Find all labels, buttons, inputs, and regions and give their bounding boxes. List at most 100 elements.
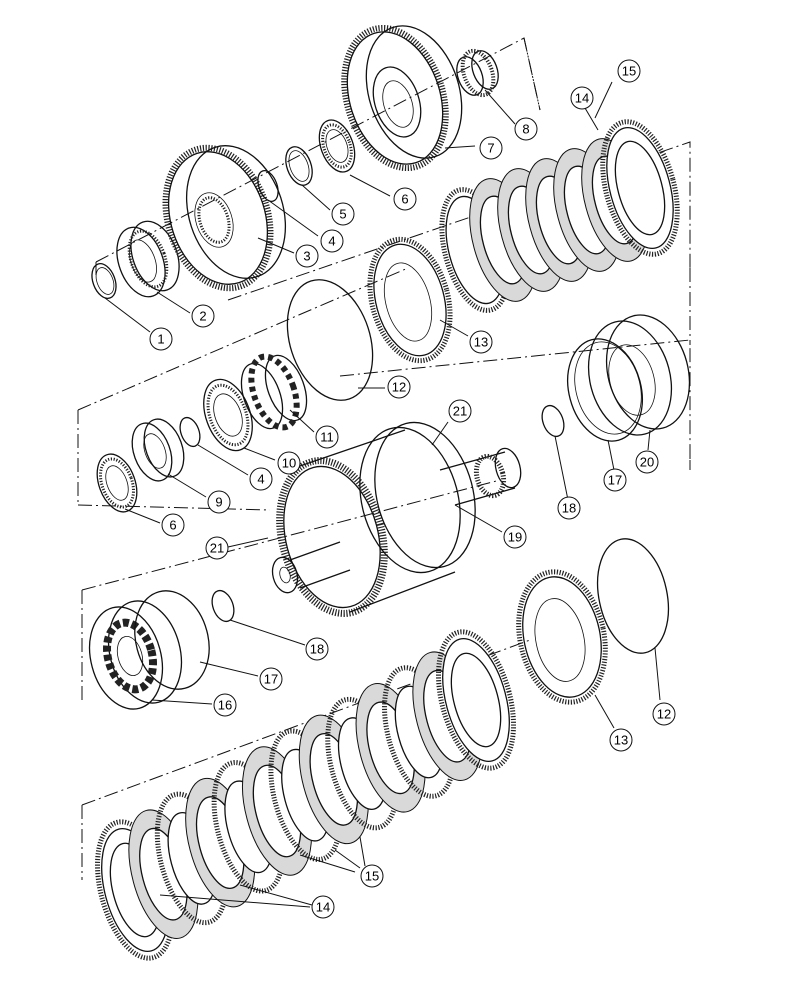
callout-number: 4 [328,234,335,249]
callout-number: 18 [562,501,576,516]
callout-c-13-bottom: 13 [609,728,633,752]
callout-c-6-mid: 6 [161,513,185,537]
callout-c-4-mid: 4 [249,467,273,491]
callout-c-13-top: 13 [469,330,493,354]
part-14-15-clutch-pack-bottom [94,629,517,961]
callout-circle [149,327,173,351]
callout-circle [205,536,229,560]
callout-circle [503,525,527,549]
callout-number: 17 [608,473,622,488]
part-12-snap-ring [286,279,374,401]
callout-circle [514,117,538,141]
callout-number: 4 [257,472,264,487]
callout-number: 13 [474,335,488,350]
callout-c-20: 20 [635,450,659,474]
part-4-snap-ring [257,170,279,202]
callout-c-15-bottom: 15 [360,864,384,888]
callout-c-9: 9 [207,490,231,514]
callout-number: 15 [622,64,636,79]
callout-c-17-right: 17 [603,468,627,492]
callout-c-21-top: 21 [448,399,472,423]
part-13-pressure-plate [367,236,453,364]
part-9-bearing-race [131,418,185,482]
callout-c-16: 16 [213,693,237,717]
callout-number: 10 [282,456,296,471]
part-18-o-ring [541,404,565,438]
callout-number: 5 [339,207,346,222]
callout-c-11: 11 [315,425,339,449]
callout-circle [320,229,344,253]
callout-circle [570,86,594,110]
callout-number: 21 [453,404,467,419]
callout-number: 9 [215,495,222,510]
callout-number: 18 [310,642,324,657]
part-4-snap-ring-mid [179,416,201,448]
callout-number: 12 [657,707,671,722]
part-17-seal [567,338,643,442]
part-3-gear [162,144,287,292]
callout-circle [213,693,237,717]
callout-number: 21 [210,541,224,556]
callout-circle [609,728,633,752]
leader-lines [104,81,661,908]
part-1-snap-ring [91,263,117,299]
callout-circle [652,702,676,726]
callout-circle [617,59,641,83]
callout-c-1: 1 [149,327,173,351]
part-19-clutch-drum-shaft [271,421,522,617]
callout-c-12-top: 12 [387,375,411,399]
callout-c-18-left: 18 [305,637,329,661]
callout-number: 14 [575,91,589,106]
callout-number: 15 [365,869,379,884]
callout-circle [249,467,273,491]
callout-circle [311,895,335,919]
callout-c-14-top: 14 [570,86,594,110]
callout-c-12-bottom: 12 [652,702,676,726]
callout-number: 13 [614,733,628,748]
callout-number: 1 [157,332,164,347]
callout-circle [295,244,319,268]
callout-number: 12 [392,380,406,395]
callout-c-10: 10 [277,451,301,475]
part-14-15-clutch-pack-top [439,119,680,313]
callout-c-7: 7 [479,136,503,160]
part-12-snap-ring-bottom [596,538,670,654]
callout-c-5: 5 [331,202,355,226]
callout-circle [259,667,283,691]
callout-c-15-top: 15 [617,59,641,83]
callout-c-21-left: 21 [205,536,229,560]
clutch-discs-bottom [128,651,483,939]
callout-circle [161,513,185,537]
callout-circle [557,496,581,520]
callout-number: 11 [320,430,334,445]
callout-circle [479,136,503,160]
callout-circle [191,304,215,328]
part-8-needle-bearing [456,48,499,98]
callout-circle [387,375,411,399]
callout-circle [469,330,493,354]
callout-circle [315,425,339,449]
callout-number: 17 [264,672,278,687]
callout-circle [305,637,329,661]
callout-c-8: 8 [514,117,538,141]
callout-number: 7 [487,141,494,156]
part-13-pressure-plate-bottom [516,569,608,705]
callout-c-18-right: 18 [557,496,581,520]
callout-number: 8 [522,122,529,137]
callout-circle [393,187,417,211]
part-17-seal-left [134,590,210,690]
callout-c-2: 2 [191,304,215,328]
part-5-washer [285,146,313,186]
callout-number: 3 [303,249,310,264]
callout-c-6-top: 6 [393,187,417,211]
callout-number: 20 [640,455,654,470]
callout-number: 14 [316,900,330,915]
callout-circle [360,864,384,888]
callout-circle [277,451,301,475]
callout-number: 6 [169,518,176,533]
callout-number: 16 [218,698,232,713]
part-16-piston-assembly [88,600,183,710]
callout-number: 2 [199,309,206,324]
